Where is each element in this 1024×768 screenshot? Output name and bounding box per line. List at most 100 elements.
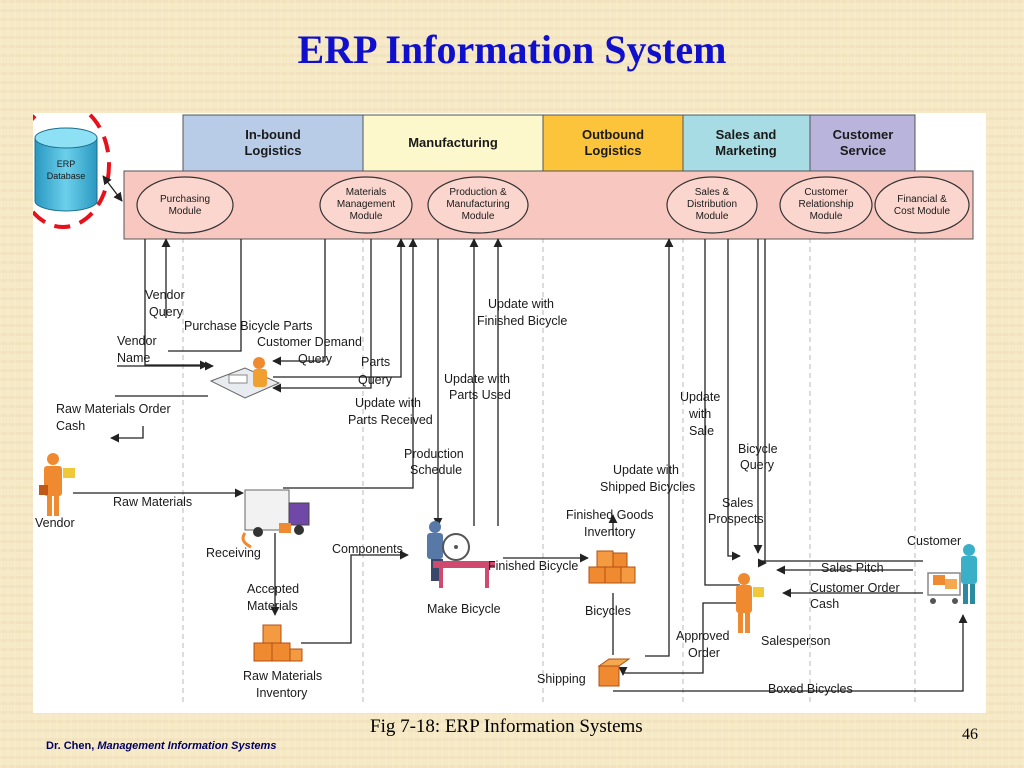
module-crm-line3: Module [810, 211, 843, 222]
label-bicycle-query-1: Bicycle [738, 442, 778, 456]
label-update-finished-2: Finished Bicycle [477, 314, 567, 328]
header-sales-marketing [682, 114, 811, 172]
finished-goods-inventory-icon [588, 550, 636, 584]
label-vendor-name-2: Name [117, 351, 150, 365]
label-raw-materials-inventory-2: Inventory [256, 686, 308, 700]
label-bicycles: Bicycles [585, 604, 631, 618]
header-manufacturing [362, 114, 544, 172]
label-raw-materials: Raw Materials [113, 495, 192, 509]
label-make-bicycle: Make Bicycle [427, 602, 501, 616]
module-financial-cost [874, 176, 970, 234]
module-sales-distribution [666, 176, 758, 234]
label-sales-pitch: Sales Pitch [821, 561, 884, 575]
header-inbound-logistics-line2: Logistics [244, 143, 301, 158]
label-parts-query-2: Query [358, 373, 393, 387]
label-vendor: Vendor [35, 516, 75, 530]
database-highlight-circle [33, 113, 111, 229]
label-raw-materials-order-1: Raw Materials Order [56, 402, 171, 416]
module-materials-line2: Management [337, 199, 396, 210]
module-crm-line1: Customer [804, 187, 848, 198]
database-label-line2: Database [47, 171, 86, 181]
module-materials-management [319, 176, 413, 234]
erp-diagram: In-bound Logistics Manufacturing Outboun… [33, 113, 986, 713]
flow-lines [73, 238, 968, 692]
figure-caption: Fig 7-18: ERP Information Systems [370, 716, 643, 737]
label-purchase-bicycle-parts: Purchase Bicycle Parts [184, 319, 313, 333]
label-raw-materials-inventory-1: Raw Materials [243, 669, 322, 683]
label-customer-order-1: Customer Order [810, 581, 900, 595]
label-sales-prospects-2: Prospects [708, 512, 764, 526]
label-sales-prospects-1: Sales [722, 496, 753, 510]
label-accepted-materials-1: Accepted [247, 582, 299, 596]
header-customer-service-line2: Service [840, 143, 886, 158]
make-bicycle-worker-icon [427, 521, 495, 588]
customer-cart-icon [927, 544, 977, 604]
erp-diagram-svg: In-bound Logistics Manufacturing Outboun… [33, 113, 977, 703]
label-update-finished-1: Update with [488, 297, 554, 311]
module-sales-line2: Distribution [687, 199, 737, 210]
label-approved-order-2: Order [688, 646, 720, 660]
footer-author: Dr. Chen, Management Information Systems [46, 740, 276, 752]
label-customer-demand-1: Customer Demand [257, 335, 362, 349]
label-salesperson: Salesperson [761, 634, 831, 648]
erp-modules: Purchasing Module Materials Management M… [136, 176, 970, 234]
label-update-parts-received-2: Parts Received [348, 413, 433, 427]
label-update-sale-2: with [688, 407, 711, 421]
label-update-parts-used-2: Parts Used [449, 388, 511, 402]
header-outbound-logistics-line1: Outbound [582, 127, 644, 142]
label-customer-demand-2: Query [298, 352, 333, 366]
label-vendor-query-1: Vendor [145, 288, 185, 302]
purchasing-clerk-icon [209, 357, 281, 399]
module-materials-line3: Module [350, 211, 383, 222]
module-production-line3: Module [462, 211, 495, 222]
module-materials-line1: Materials [346, 187, 387, 198]
header-inbound-logistics [182, 114, 364, 172]
label-accepted-materials-2: Materials [247, 599, 298, 613]
flow-labels: Vendor Query Purchase Bicycle Parts Cust… [35, 288, 961, 700]
module-financial-line1: Financial & [897, 194, 947, 205]
module-crm-line2: Relationship [798, 199, 853, 210]
functional-area-headers: In-bound Logistics Manufacturing Outboun… [182, 114, 916, 172]
header-outbound-logistics [542, 114, 684, 172]
module-financial-line2: Cost Module [894, 206, 951, 217]
label-bicycle-query-2: Query [740, 458, 775, 472]
label-update-shipped-2: Shipped Bicycles [600, 480, 695, 494]
label-update-sale-1: Update [680, 390, 720, 404]
module-production-line1: Production & [449, 187, 507, 198]
receiving-truck-icon [241, 489, 310, 549]
database-label-line1: ERP [57, 159, 76, 169]
header-inbound-logistics-line1: In-bound [245, 127, 301, 142]
label-production-schedule-2: Schedule [410, 463, 462, 477]
header-outbound-logistics-line2: Logistics [584, 143, 641, 158]
erp-database-icon: ERP Database [34, 127, 98, 212]
label-boxed-bicycles: Boxed Bicycles [768, 682, 853, 696]
slide-title: ERP Information System [297, 27, 727, 72]
label-production-schedule-1: Production [404, 447, 464, 461]
label-update-parts-used-1: Update with [444, 372, 510, 386]
header-customer-service-line1: Customer [833, 127, 894, 142]
label-update-shipped-1: Update with [613, 463, 679, 477]
header-customer-service [809, 114, 916, 172]
label-update-sale-3: Sale [689, 424, 714, 438]
arrow-database-to-modules [102, 175, 123, 202]
footer-course-name: Management Information Systems [97, 740, 277, 752]
label-finished-goods-1: Finished Goods [566, 508, 654, 522]
header-sales-marketing-line1: Sales and [716, 127, 777, 142]
label-customer: Customer [907, 534, 961, 548]
label-shipping: Shipping [537, 672, 586, 686]
shipping-box-icon [597, 658, 631, 687]
label-receiving: Receiving [206, 546, 261, 560]
label-finished-bicycle: Finished Bicycle [488, 559, 578, 573]
label-parts-query-1: Parts [361, 355, 390, 369]
vendor-person-icon [39, 453, 75, 516]
footer-author-name: Dr. Chen, [46, 740, 98, 752]
module-sales-line3: Module [696, 211, 729, 222]
module-sales-line1: Sales & [695, 187, 730, 198]
module-production-line2: Manufacturing [446, 199, 509, 210]
module-purchasing-line1: Purchasing [160, 194, 210, 205]
label-customer-order-2: Cash [810, 597, 839, 611]
header-manufacturing-label: Manufacturing [408, 135, 498, 150]
label-raw-materials-order-2: Cash [56, 419, 85, 433]
label-finished-goods-2: Inventory [584, 525, 636, 539]
header-sales-marketing-line2: Marketing [715, 143, 776, 158]
